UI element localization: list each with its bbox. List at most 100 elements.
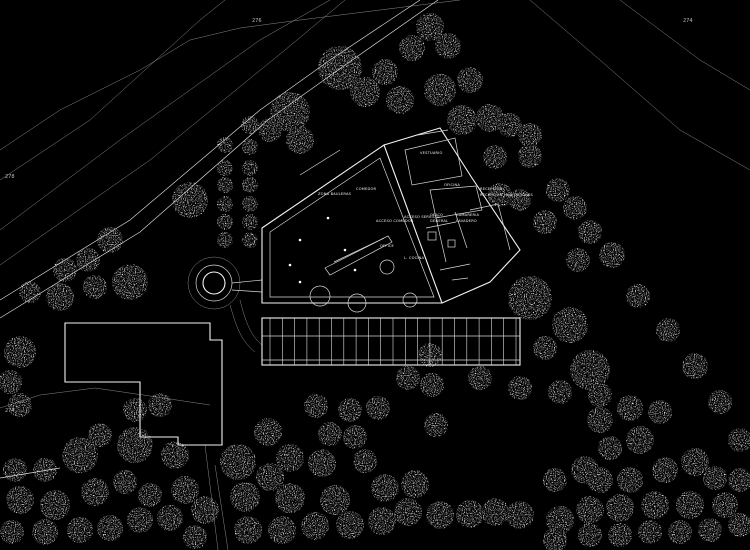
tree-canopy [488,183,512,207]
tree-canopy [371,474,399,502]
tree-canopy [19,281,41,303]
tree-canopy [127,507,153,533]
tree-canopy [372,59,398,85]
tree-canopy [220,444,256,480]
tree-canopy [113,470,137,494]
tree-canopy [242,214,258,230]
label-oficina: OFICINA [444,183,460,187]
tree-canopy [318,422,342,446]
tree-canopy [318,46,362,90]
tree-canopy [468,366,492,390]
tree-canopy [728,513,750,537]
tree-canopy [641,491,669,519]
tree-canopy [552,307,588,343]
tree-canopy [668,520,692,544]
tree-canopy [242,232,258,248]
tree-canopy [0,520,24,544]
label-office: OFFICE [380,244,395,248]
tree-canopy [275,483,305,513]
roundabout [187,256,263,353]
tree-canopy [242,177,258,193]
tree-canopy [426,501,454,529]
tree-canopy [62,437,98,473]
tree-canopy [157,505,183,531]
tree-canopy [576,496,604,524]
tree-canopy [217,196,233,212]
tree-canopy [183,525,207,549]
hotel-building [261,127,521,366]
tree-canopy [258,118,282,142]
tree-canopy [682,353,708,379]
label-acceso-comedor: ACCESO COMEDOR [376,219,414,223]
tree-canopy [6,486,34,514]
tree-canopy [652,457,678,483]
tree-canopy [343,425,367,449]
tree-canopy [546,506,574,534]
tree-canopy [286,126,314,154]
contour-label-3: 278 [5,174,15,180]
tree-canopy [270,92,310,132]
tree-canopy [81,478,109,506]
tree-canopy [217,160,233,176]
tree-canopy [301,512,329,540]
tree-canopy [32,519,58,545]
tree-canopy [396,366,420,390]
tree-canopy [368,507,396,535]
label-lavadero: LAVADERO [456,219,477,223]
tree-canopy [268,516,296,544]
tree-canopy [533,210,557,234]
tree-canopy [708,390,732,414]
tree-canopy [336,511,364,539]
tree-canopy [399,35,425,61]
tree-canopy [435,33,461,59]
label-l-cocina: L. COCINA [404,256,424,260]
tree-canopy [481,498,509,526]
tree-canopy [67,517,93,543]
tree-canopy [117,427,153,463]
tree-canopy [563,196,587,220]
tree-canopy [416,13,444,41]
tree-canopy [3,458,27,482]
tree-canopy [546,178,570,202]
tree-canopy [217,177,233,193]
label-ofico: OF.ICO [430,213,443,217]
tree-canopy [191,496,219,524]
tree-canopy [217,137,233,153]
tree-canopy [543,468,567,492]
tree-canopy [626,284,650,308]
tree-canopy [638,520,662,544]
tree-canopy [97,227,123,253]
label-comedor: COMEDOR [356,187,377,191]
tree-canopy [606,494,634,522]
tree-canopy [353,449,377,473]
contour-label-1: 276 [252,18,262,24]
tree-canopy [304,394,328,418]
tree-canopy [172,182,208,218]
tree-canopy [97,515,123,541]
tree-canopy [656,318,680,342]
tree-canopy [518,123,542,147]
tree-canopy [587,407,613,433]
tree-canopy [598,436,622,460]
label-general: GENERAL [430,219,448,223]
contour-label-2: 274 [683,18,693,24]
tree-canopy [276,444,304,472]
tree-canopy [418,343,442,367]
tree-canopy [424,413,448,437]
tree-canopy [242,139,258,155]
tree-canopy [447,105,477,135]
tree-canopy [256,463,284,491]
tree-canopy [608,523,632,547]
tree-canopy [456,500,484,528]
tree-canopy [234,516,262,544]
tree-canopy [338,398,362,422]
tree-canopy [217,214,233,230]
tree-canopy [424,74,456,106]
tree-canopy [676,491,704,519]
tree-canopy [476,104,504,132]
tree-canopy [588,383,612,407]
tree-canopy [483,145,507,169]
label-zona-bauleras: ZONA BAULERAS [318,192,352,196]
